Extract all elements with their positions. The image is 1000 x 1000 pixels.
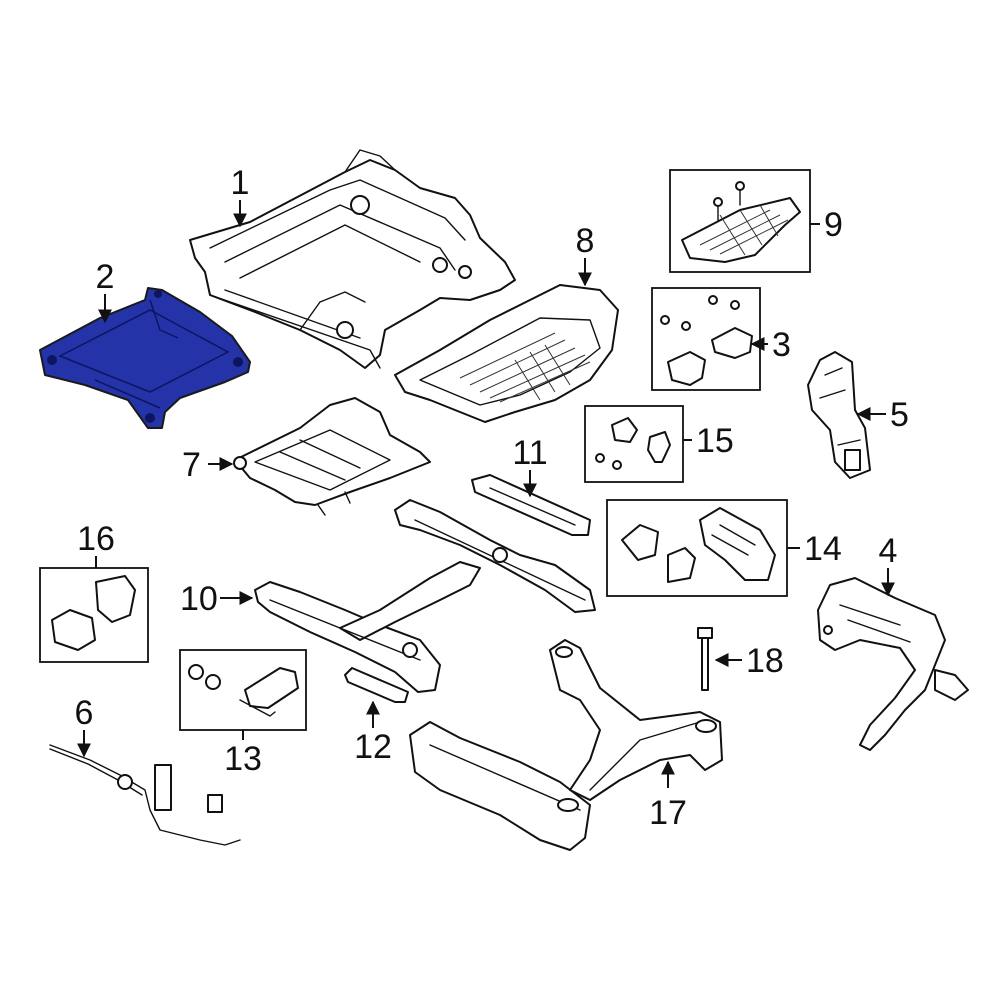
part-1-seat-adjuster-frame[interactable]	[189, 149, 516, 369]
callout-17: 17	[649, 794, 687, 832]
part-5-side-bracket[interactable]	[807, 351, 871, 479]
callout-labels: 1 2 3 4 5 6 7 8 9 10 11 12 13 14 15 16 1…	[75, 164, 909, 832]
part-12-shield[interactable]	[344, 667, 409, 703]
part-11-track-cover[interactable]	[471, 474, 591, 536]
callout-4: 4	[879, 532, 898, 570]
part-15-hardware-set[interactable]	[584, 405, 684, 483]
callout-11: 11	[512, 434, 547, 472]
callout-9: 9	[824, 206, 843, 244]
callout-12: 12	[354, 728, 392, 766]
part-18-bolt[interactable]	[697, 627, 713, 691]
part-14-motor-assembly[interactable]	[606, 499, 788, 597]
part-16-box	[39, 567, 149, 663]
callout-15: 15	[696, 422, 734, 460]
part-9-box	[669, 169, 811, 273]
part-6-wiring-harness[interactable]	[49, 744, 241, 846]
part-3-bracket-set[interactable]	[651, 287, 761, 391]
part-10-seat-track-assembly[interactable]	[254, 499, 596, 693]
part-17-seat-riser-frame[interactable]	[409, 639, 723, 851]
part-4-bracket[interactable]	[817, 577, 969, 751]
callout-1: 1	[231, 164, 250, 202]
part-9-cover-assembly[interactable]	[669, 169, 811, 273]
part-7-lower-bracket[interactable]	[233, 397, 431, 516]
part-8-seat-bottom-pan[interactable]	[394, 284, 619, 423]
callout-18: 18	[746, 642, 784, 680]
callout-14: 14	[804, 530, 842, 568]
callout-6: 6	[75, 694, 94, 732]
callout-8: 8	[576, 222, 595, 260]
callout-5: 5	[890, 396, 909, 434]
part-15-box	[584, 405, 684, 483]
leader-lines	[77, 200, 895, 788]
callout-7: 7	[182, 446, 201, 484]
callout-10: 10	[180, 580, 218, 618]
callout-3: 3	[772, 326, 791, 364]
callout-16: 16	[77, 520, 115, 558]
part-13-switch-components[interactable]	[179, 649, 307, 731]
callout-2: 2	[96, 258, 115, 296]
callout-13: 13	[224, 740, 262, 778]
part-16-trim-pieces[interactable]	[39, 567, 149, 663]
part-2-seat-cushion-pan-highlighted[interactable]	[39, 287, 251, 429]
